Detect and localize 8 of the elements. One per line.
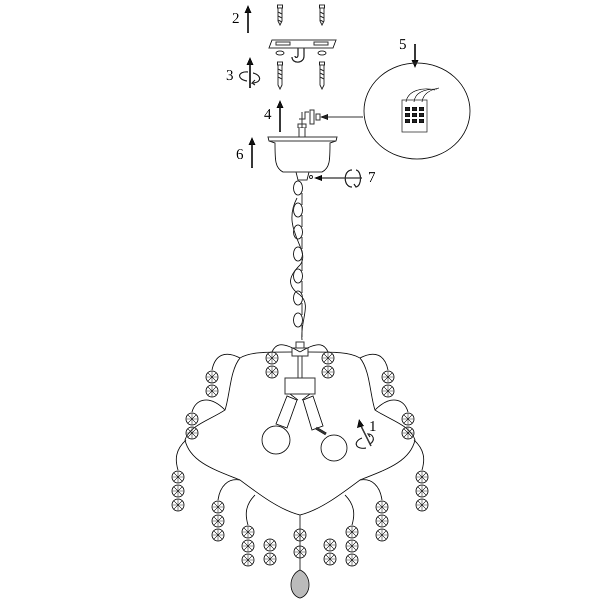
step-number: 4 [264, 108, 272, 123]
step-number: 6 [236, 148, 244, 163]
step-number: 5 [399, 38, 406, 53]
leader-line [320, 114, 364, 120]
step-number: 7 [368, 171, 376, 186]
step-number: 1 [369, 420, 376, 435]
step-number: 2 [232, 12, 240, 27]
step-number: 3 [226, 69, 234, 84]
